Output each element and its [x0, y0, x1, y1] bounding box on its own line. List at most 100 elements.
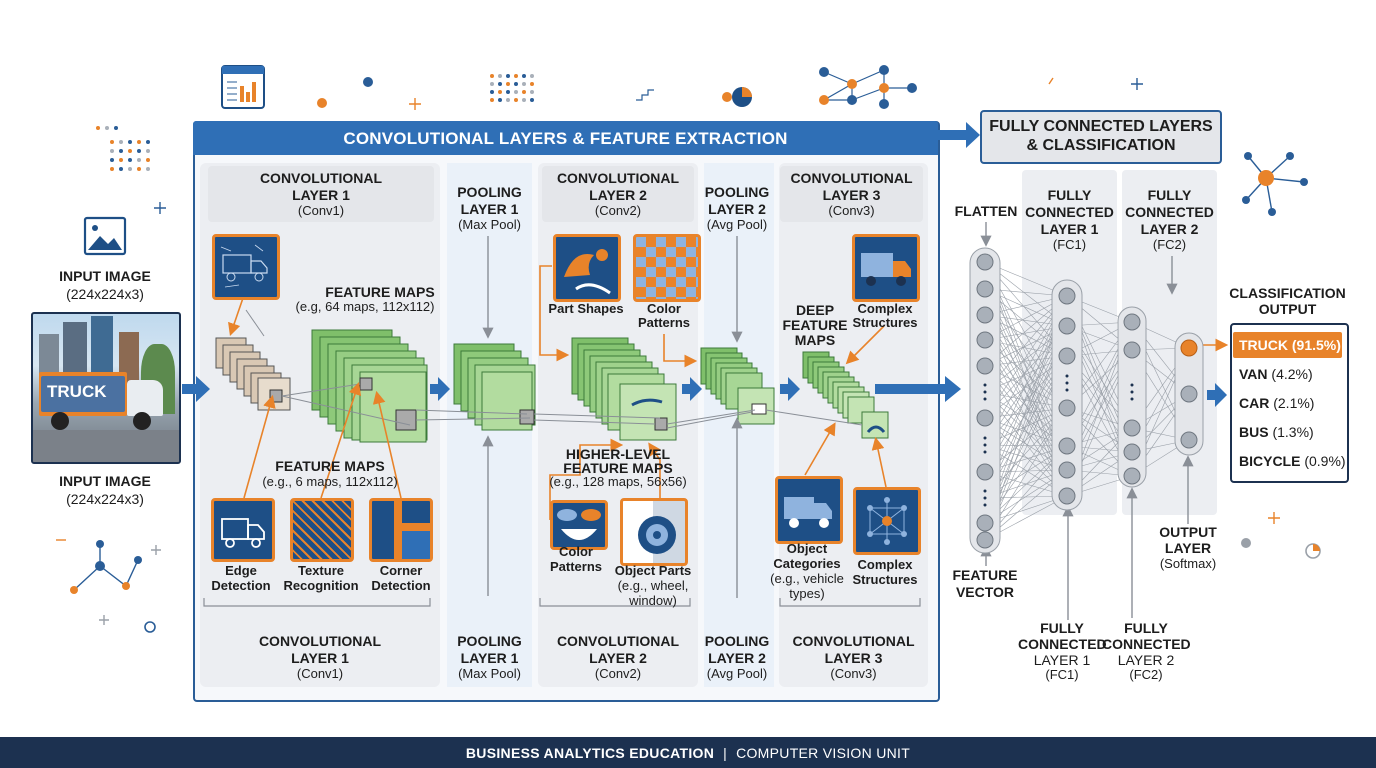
result-bus: BUS (1.3%) — [1239, 424, 1314, 440]
wheel-graphic — [623, 501, 676, 563]
deep-feature-maps-1: DEEP — [795, 302, 835, 318]
decor-crosses — [56, 77, 1280, 625]
image-icon — [83, 216, 127, 256]
higher-level-sub: (e.g., 128 maps, 56x56) — [549, 474, 687, 489]
decor-dot — [128, 140, 132, 144]
fc1-neuron-column — [1051, 279, 1083, 511]
neuron — [1123, 313, 1141, 331]
decor-dot — [490, 74, 494, 78]
decor-dot — [110, 167, 114, 171]
fc-section-header — [980, 110, 1222, 164]
fc1-title-2: CONNECTED — [1025, 204, 1114, 220]
van-graphic — [784, 497, 832, 528]
result-car-label: CAR — [1239, 395, 1270, 411]
pool1-sub: (Max Pool) — [458, 217, 521, 232]
conv3-sub: (Conv3) — [828, 203, 875, 218]
truck-outline-graphic — [221, 518, 265, 548]
texture-icon — [290, 498, 354, 562]
result-bus-pct: (1.3%) — [1272, 424, 1314, 440]
neuron — [1123, 341, 1141, 359]
result-bus-label: BUS — [1239, 424, 1269, 440]
flow-arrows — [182, 122, 1227, 407]
neuron — [1180, 431, 1198, 449]
pointer-arrows — [482, 222, 1194, 620]
input-label-top: INPUT IMAGE — [59, 268, 151, 284]
decor-dot — [506, 74, 510, 78]
decor-dots — [144, 77, 1321, 633]
conv1-bottom-sub: (Conv1) — [296, 666, 344, 681]
conv2-bottom-title-2: LAYER 2 — [589, 650, 647, 666]
decor-dot — [119, 149, 123, 153]
conv2-header — [542, 166, 694, 222]
input-dims-bottom: (224x224x3) — [66, 491, 144, 507]
decor-dot — [137, 158, 141, 162]
fc-section-title-2: & CLASSIFICATION — [1026, 137, 1176, 154]
output-neuron-truck — [1180, 339, 1198, 357]
complex-structures-top-icon — [852, 234, 920, 302]
truck-sketch-graphic — [220, 244, 268, 288]
decor-dot — [119, 167, 123, 171]
ellipsis-dot — [983, 383, 987, 387]
color-patterns-graphic — [557, 509, 601, 540]
annotation-arrows — [228, 265, 1229, 520]
flatten-label: FLATTEN — [954, 203, 1018, 219]
ellipsis-dot — [983, 496, 987, 500]
decor-dot — [498, 74, 502, 78]
pool2-bottom-title-2: LAYER 2 — [708, 650, 766, 666]
conv1-bottom-title-2: LAYER 1 — [291, 650, 349, 666]
complex-structures-top-label-2: Structures — [852, 315, 918, 330]
classification-title-2: OUTPUT — [1258, 301, 1317, 317]
color-patterns-bottom-label-1: Color — [559, 544, 593, 559]
object-parts-icon — [620, 498, 688, 566]
decor-network-nodes — [819, 65, 917, 109]
object-categories-label-1: Object — [786, 541, 828, 556]
neurons — [976, 253, 1198, 549]
fc2-bottom-2: CONNECTED — [1102, 636, 1191, 652]
result-car: CAR (2.1%) — [1239, 395, 1314, 411]
conv1-input-stack — [215, 337, 291, 411]
conv1-bottom-title-1: CONVOLUTIONAL — [258, 633, 382, 649]
decor-dot — [506, 90, 510, 94]
output-layer-label-2: LAYER — [1164, 540, 1212, 556]
conv1-title-1: CONVOLUTIONAL — [259, 170, 383, 186]
decor-dot — [110, 140, 114, 144]
object-parts-label-3: window) — [629, 593, 677, 608]
ellipsis-dot — [1130, 383, 1134, 387]
object-categories-label-2: Categories — [773, 556, 841, 571]
edge-detection-icon — [211, 498, 275, 562]
truck-solid-graphic — [861, 253, 911, 286]
conv1-feature-maps-bottom-sub: (e.g., 6 maps, 112x112) — [262, 474, 398, 489]
deep-feature-maps-3: MAPS — [794, 332, 836, 348]
pool1-title-2: LAYER 1 — [460, 201, 519, 217]
higher-level-title-1: HIGHER-LEVEL — [565, 446, 671, 462]
footer-right: COMPUTER VISION UNIT — [736, 744, 911, 761]
conv1-feature-maps-title: FEATURE MAPS — [325, 284, 435, 300]
result-car-pct: (2.1%) — [1273, 395, 1315, 411]
decor-dot — [490, 90, 494, 94]
fc1-bottom-1: FULLY — [1040, 620, 1084, 636]
higher-level-title-2: FEATURE MAPS — [563, 460, 673, 476]
edge-detection-label-2: Detection — [211, 578, 271, 593]
neuron — [976, 357, 994, 375]
ellipsis-dot — [983, 436, 987, 440]
conv3-bottom-sub: (Conv3) — [830, 666, 877, 681]
conv2-bottom-sub: (Conv2) — [594, 666, 642, 681]
object-categories-icon — [775, 476, 843, 544]
input-label-bottom: INPUT IMAGE — [59, 473, 151, 489]
pool2-stack — [700, 347, 775, 425]
brackets — [203, 598, 921, 607]
neuron — [976, 514, 994, 532]
decor-hub — [1245, 155, 1305, 213]
conv3-title-2: LAYER 3 — [822, 187, 881, 203]
neuron — [976, 253, 994, 271]
conv1-sub: (Conv1) — [297, 203, 345, 218]
result-bicycle: BICYCLE (0.9%) — [1239, 453, 1346, 469]
decor-dot — [490, 98, 494, 102]
footer-bar: BUSINESS ANALYTICS EDUCATION | COMPUTER … — [0, 737, 1376, 768]
pool2-title-2: LAYER 2 — [708, 201, 766, 217]
decor-dot — [146, 158, 150, 162]
conv3-bottom-title-2: LAYER 3 — [824, 650, 883, 666]
fc2-title-3: LAYER 2 — [1140, 221, 1199, 237]
color-patterns-icon-2 — [550, 500, 608, 550]
